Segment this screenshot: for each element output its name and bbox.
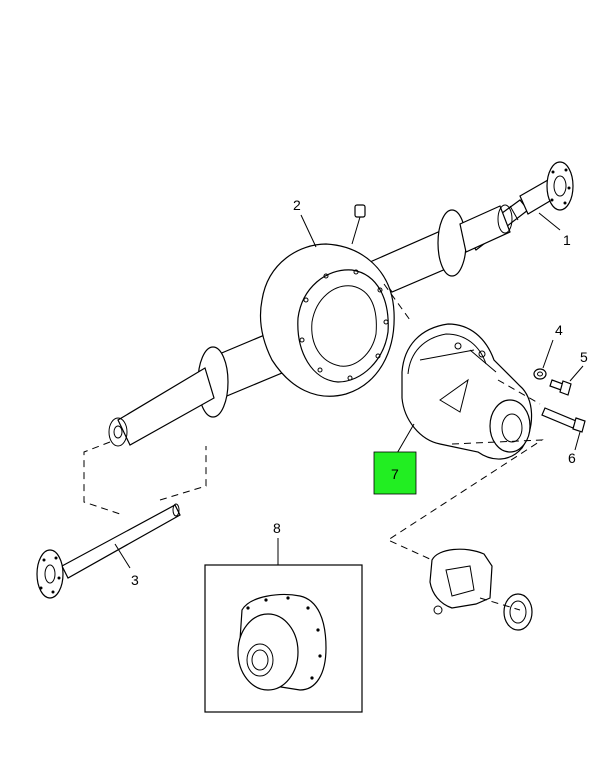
part-8-differential-case-box[interactable]: [204, 564, 363, 713]
callout-7-highlight[interactable]: [373, 451, 417, 495]
callout-4[interactable]: 4: [555, 322, 563, 338]
part-7-differential-carrier[interactable]: [401, 323, 533, 460]
part-2-axle-housing[interactable]: [108, 204, 513, 447]
callout-8[interactable]: 8: [273, 520, 281, 536]
part-3-axle-shaft-left[interactable]: [36, 503, 181, 599]
part-4-washer[interactable]: [533, 368, 547, 380]
part-6-long-bolt[interactable]: [541, 407, 586, 433]
pinion-yoke[interactable]: [429, 548, 533, 631]
callout-1[interactable]: 1: [563, 232, 571, 248]
assembly-lines: [83, 283, 544, 611]
callout-5[interactable]: 5: [580, 349, 588, 365]
part-5-short-bolt[interactable]: [549, 379, 572, 396]
callout-3[interactable]: 3: [131, 572, 139, 588]
callout-7[interactable]: 7: [391, 466, 399, 482]
callout-2[interactable]: 2: [293, 197, 301, 213]
callout-6[interactable]: 6: [568, 450, 576, 466]
leader-lines: [114, 212, 584, 569]
